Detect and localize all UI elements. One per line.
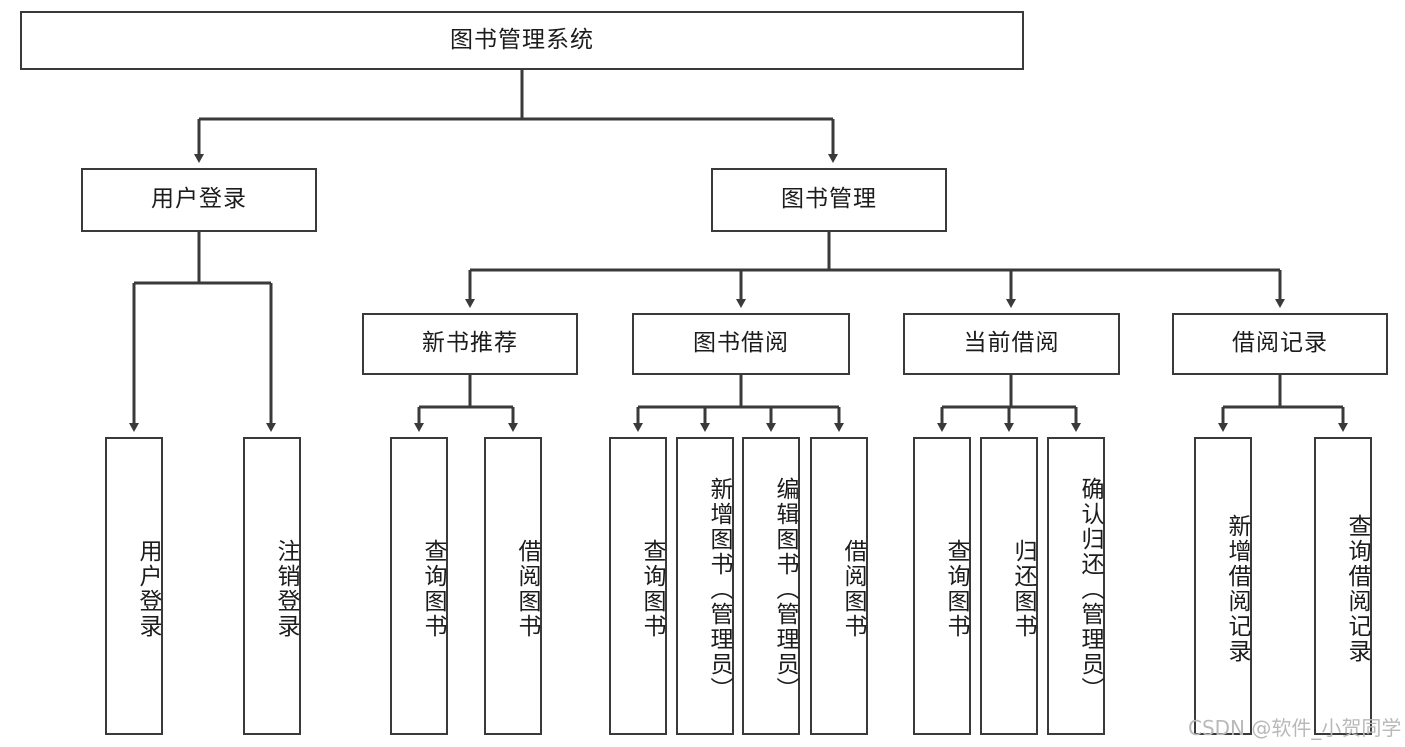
csdn-watermark: CSDN @软件_小贺同学 bbox=[1188, 716, 1402, 740]
leaf-query-book-2[interactable]: 查询图书 bbox=[609, 437, 667, 735]
node-borrow-record[interactable]: 借阅记录 bbox=[1172, 313, 1388, 375]
node-root[interactable]: 图书管理系统 bbox=[20, 11, 1024, 70]
leaf-label: 编辑图书（管理员） bbox=[772, 476, 798, 702]
node-user-login[interactable]: 用户登录 bbox=[81, 168, 317, 232]
node-book-management[interactable]: 图书管理 bbox=[711, 168, 947, 232]
leaf-label: 借阅图书 bbox=[840, 539, 866, 639]
leaf-query-book-1[interactable]: 查询图书 bbox=[390, 437, 448, 735]
leaf-add-book[interactable]: 新增图书（管理员） bbox=[676, 437, 734, 735]
leaf-label: 查询图书 bbox=[943, 539, 969, 639]
leaf-label: 查询图书 bbox=[639, 539, 665, 639]
leaf-label: 确认归还（管理员） bbox=[1077, 476, 1103, 702]
leaf-label: 查询图书 bbox=[420, 539, 446, 639]
leaf-confirm-return[interactable]: 确认归还（管理员） bbox=[1047, 437, 1105, 735]
leaf-query-record[interactable]: 查询借阅记录 bbox=[1314, 437, 1372, 735]
node-book-borrow[interactable]: 图书借阅 bbox=[632, 313, 850, 375]
leaf-label: 借阅图书 bbox=[514, 539, 540, 639]
node-new-book-recommend[interactable]: 新书推荐 bbox=[362, 313, 578, 375]
leaf-query-book-3[interactable]: 查询图书 bbox=[913, 437, 971, 735]
leaf-borrow-book-2[interactable]: 借阅图书 bbox=[810, 437, 868, 735]
leaf-label: 查询借阅记录 bbox=[1344, 514, 1370, 664]
leaf-logout-login[interactable]: 注销登录 bbox=[243, 437, 301, 735]
leaf-label: 新增图书（管理员） bbox=[706, 476, 732, 702]
leaf-borrow-book-1[interactable]: 借阅图书 bbox=[484, 437, 542, 735]
leaf-user-login[interactable]: 用户登录 bbox=[105, 437, 163, 735]
node-current-borrow[interactable]: 当前借阅 bbox=[903, 313, 1120, 375]
leaf-label: 注销登录 bbox=[273, 539, 299, 639]
leaf-label: 归还图书 bbox=[1010, 539, 1036, 639]
leaf-add-record[interactable]: 新增借阅记录 bbox=[1194, 437, 1252, 735]
leaf-return-book[interactable]: 归还图书 bbox=[980, 437, 1038, 735]
leaf-edit-book[interactable]: 编辑图书（管理员） bbox=[742, 437, 800, 735]
leaf-label: 用户登录 bbox=[135, 539, 161, 639]
leaf-label: 新增借阅记录 bbox=[1224, 514, 1250, 664]
